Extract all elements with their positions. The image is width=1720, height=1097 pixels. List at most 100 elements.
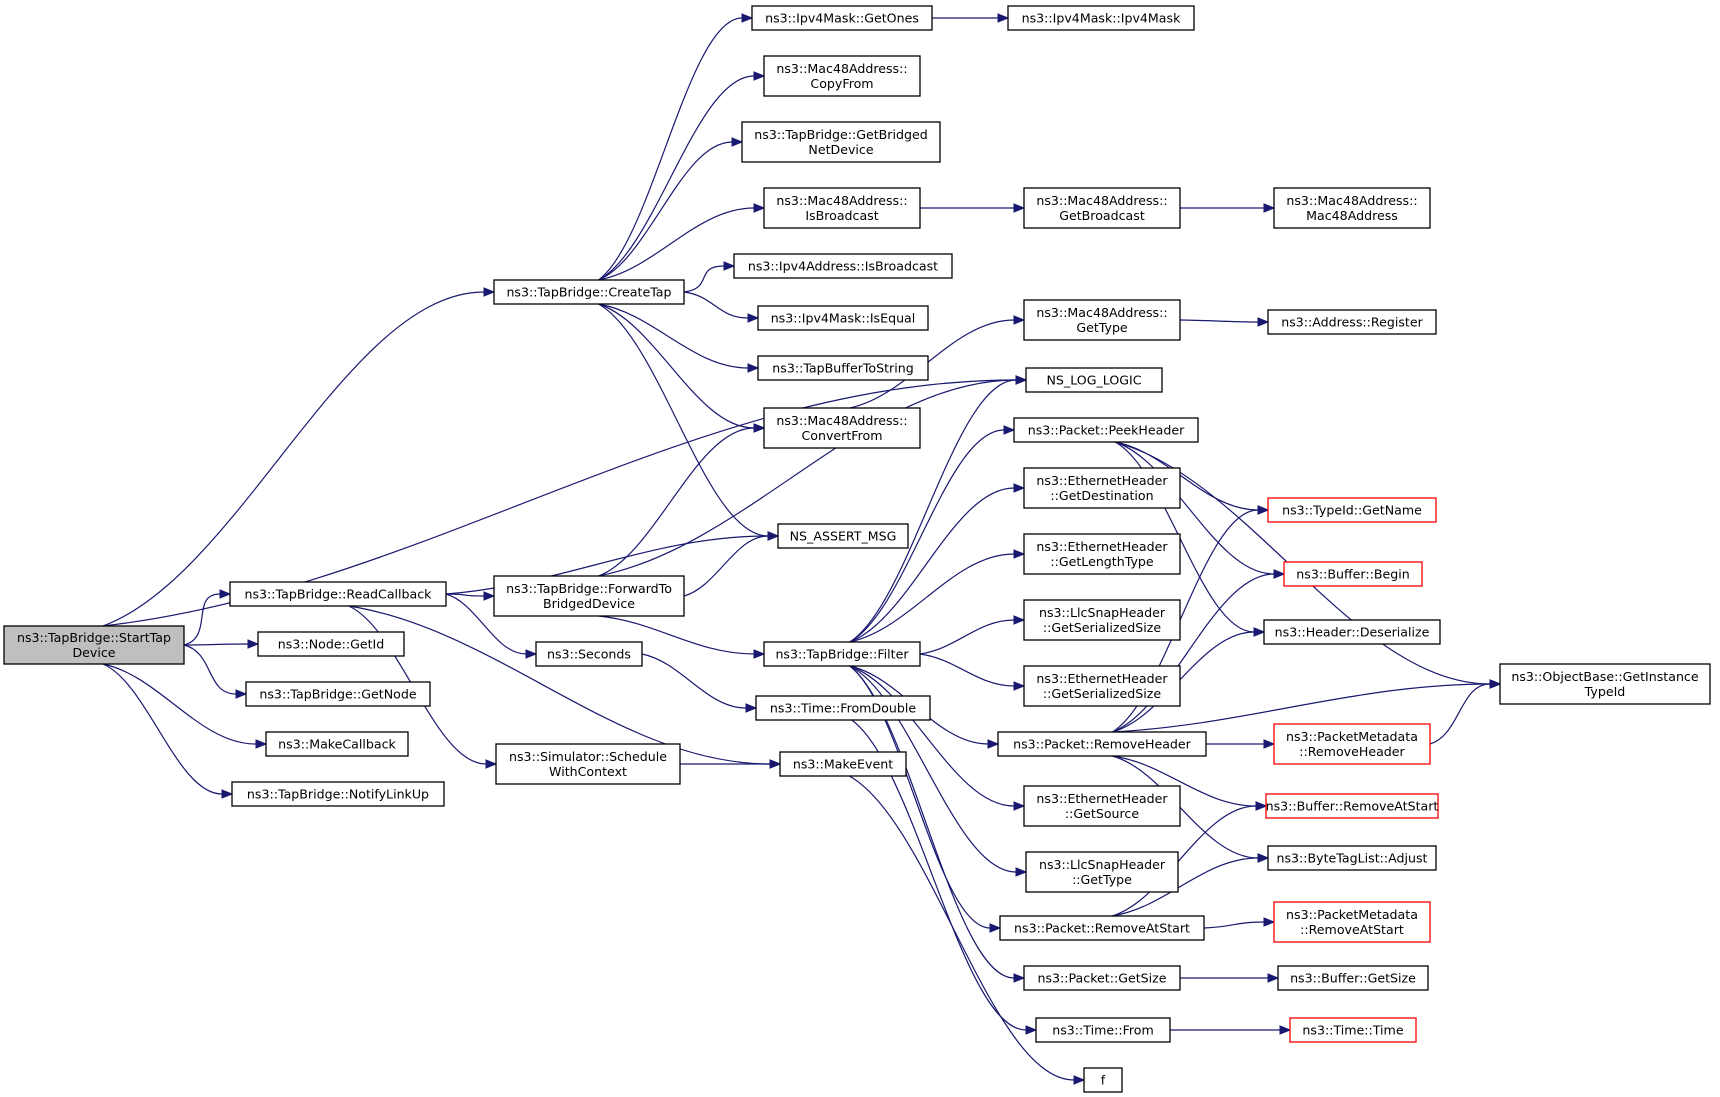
node-nsassert[interactable]: NS_ASSERT_MSG — [777, 523, 909, 549]
node-label: ns3::Ipv4Address::IsBroadcast — [748, 259, 938, 274]
node-bufremoveatstart[interactable]: ns3::Buffer::RemoveAtStart — [1265, 793, 1439, 819]
node-convertfrom[interactable]: ns3::Mac48Address::ConvertFrom — [763, 407, 921, 449]
edge-timefrom-to-timetime — [1170, 1025, 1292, 1035]
node-makeevent[interactable]: ns3::MakeEvent — [779, 751, 907, 777]
edge-line — [683, 265, 725, 293]
node-pktremoveatstart[interactable]: ns3::Packet::RemoveAtStart — [999, 915, 1205, 941]
node-label: ::GetSerializedSize — [1043, 686, 1162, 701]
node-label: ::RemoveHeader — [1299, 744, 1405, 759]
node-box — [1023, 665, 1181, 707]
edge-readcallback-to-forwardto — [445, 591, 496, 601]
node-makecallback[interactable]: ns3::MakeCallback — [265, 731, 409, 757]
node-fromdouble[interactable]: ns3::Time::FromDouble — [755, 695, 931, 721]
node-macisbroadcast[interactable]: ns3::Mac48Address::IsBroadcast — [763, 187, 921, 229]
node-box — [495, 743, 681, 785]
edge-filter-to-llcserial — [919, 615, 1026, 655]
node-box — [1035, 1017, 1171, 1043]
node-timetime[interactable]: ns3::Time::Time — [1289, 1017, 1417, 1043]
node-bytetagadjust[interactable]: ns3::ByteTagList::Adjust — [1267, 845, 1437, 871]
node-box — [1273, 187, 1431, 229]
node-pmremoveatstart[interactable]: ns3::PacketMetadata::RemoveAtStart — [1273, 901, 1431, 943]
node-box — [493, 575, 685, 617]
node-timefrom[interactable]: ns3::Time::From — [1035, 1017, 1171, 1043]
edge-macgetbroadcast-to-macctor — [1179, 203, 1276, 213]
edge-line — [183, 643, 249, 646]
node-label: ns3::Mac48Address:: — [1286, 193, 1417, 208]
node-readcallback[interactable]: ns3::TapBridge::ReadCallback — [229, 581, 447, 607]
edge-line — [1203, 921, 1265, 929]
node-box — [1023, 965, 1181, 991]
node-label: ::GetDestination — [1050, 488, 1153, 503]
edge-forwardto-to-filter — [598, 615, 766, 659]
node-label: f — [1101, 1073, 1106, 1088]
node-label: Device — [72, 645, 115, 660]
node-label: ns3::Header::Deserialize — [1275, 625, 1430, 640]
edge-arrowhead — [1003, 425, 1016, 435]
node-label: ns3::TapBridge::StartTap — [17, 630, 171, 645]
edge-starttap-to-readcallback — [183, 589, 232, 646]
edge-createtap-to-ipv4isequal — [683, 291, 760, 323]
node-macctor[interactable]: ns3::Mac48Address::Mac48Address — [1273, 187, 1431, 229]
node-pmremoveheader[interactable]: ns3::PacketMetadata::RemoveHeader — [1273, 723, 1431, 765]
node-label: ns3::PacketMetadata — [1286, 729, 1418, 744]
node-peekheader[interactable]: ns3::Packet::PeekHeader — [1013, 417, 1199, 443]
node-typeidgetname[interactable]: ns3::TypeId::GetName — [1267, 497, 1437, 523]
edge-arrowhead — [753, 649, 766, 659]
edge-pktremoveatstart-to-bufremoveatstart — [1112, 801, 1268, 917]
node-nslog[interactable]: NS_LOG_LOGIC — [1025, 367, 1163, 393]
node-copyfrom[interactable]: ns3::Mac48Address::CopyFrom — [763, 55, 921, 97]
node-filter[interactable]: ns3::TapBridge::Filter — [763, 641, 921, 667]
edge-arrowhead — [485, 759, 498, 769]
node-createtap[interactable]: ns3::TapBridge::CreateTap — [493, 279, 685, 305]
node-macgettype[interactable]: ns3::Mac48Address::GetType — [1023, 299, 1181, 341]
edge-filter-to-getlengthtype — [849, 549, 1026, 643]
node-removeheader[interactable]: ns3::Packet::RemoveHeader — [997, 731, 1207, 757]
node-bufferbegin[interactable]: ns3::Buffer::Begin — [1283, 561, 1423, 587]
node-ipv4isbroadcast[interactable]: ns3::Ipv4Address::IsBroadcast — [733, 253, 953, 279]
node-getdest[interactable]: ns3::EthernetHeader::GetDestination — [1023, 467, 1181, 509]
node-register[interactable]: ns3::Address::Register — [1267, 309, 1437, 335]
edge-line — [598, 303, 769, 537]
node-pktgetsize[interactable]: ns3::Packet::GetSize — [1023, 965, 1181, 991]
node-box — [1023, 299, 1181, 341]
node-tapbuffer[interactable]: ns3::TapBufferToString — [757, 355, 929, 381]
node-label: ns3::Buffer::Begin — [1296, 567, 1409, 582]
edge-arrowhead — [989, 923, 1002, 933]
edge-arrowhead — [1025, 1025, 1038, 1035]
node-notifylinkup[interactable]: ns3::TapBridge::NotifyLinkUp — [231, 781, 445, 807]
node-ipv4isequal[interactable]: ns3::Ipv4Mask::IsEqual — [757, 305, 929, 331]
node-macgetbroadcast[interactable]: ns3::Mac48Address::GetBroadcast — [1023, 187, 1181, 229]
node-getnode[interactable]: ns3::TapBridge::GetNode — [245, 681, 431, 707]
edge-arrowhead — [1015, 867, 1028, 877]
edge-line — [849, 665, 1015, 807]
node-headerdeser[interactable]: ns3::Header::Deserialize — [1263, 619, 1441, 645]
node-label: ns3::TypeId::GetName — [1282, 503, 1422, 518]
node-box — [763, 641, 921, 667]
node-ethserial[interactable]: ns3::EthernetHeader::GetSerializedSize — [1023, 665, 1181, 707]
edge-line — [849, 553, 1015, 643]
node-box — [1273, 901, 1431, 943]
node-box — [1023, 467, 1181, 509]
edge-line — [102, 663, 223, 795]
edge-getones-to-ipv4maskctor — [932, 13, 1010, 23]
node-getones[interactable]: ns3::Ipv4Mask::GetOnes — [751, 5, 933, 31]
node-llcserial[interactable]: ns3::LlcSnapHeader::GetSerializedSize — [1023, 599, 1181, 641]
node-getid[interactable]: ns3::Node::GetId — [257, 631, 405, 657]
node-f[interactable]: f — [1083, 1067, 1123, 1093]
node-seconds[interactable]: ns3::Seconds — [535, 641, 643, 667]
node-box — [1083, 1067, 1123, 1093]
node-llcgettype[interactable]: ns3::LlcSnapHeader::GetType — [1025, 851, 1179, 893]
node-ipv4maskctor[interactable]: ns3::Ipv4Mask::Ipv4Mask — [1007, 5, 1195, 31]
node-getsource[interactable]: ns3::EthernetHeader::GetSource — [1023, 785, 1181, 827]
node-bufgetsize[interactable]: ns3::Buffer::GetSize — [1277, 965, 1429, 991]
node-getlengthtype[interactable]: ns3::EthernetHeader::GetLengthType — [1023, 533, 1181, 575]
node-box — [763, 55, 921, 97]
edge-arrowhead — [741, 13, 754, 23]
edge-line — [1179, 319, 1259, 323]
edge-line — [683, 535, 769, 597]
